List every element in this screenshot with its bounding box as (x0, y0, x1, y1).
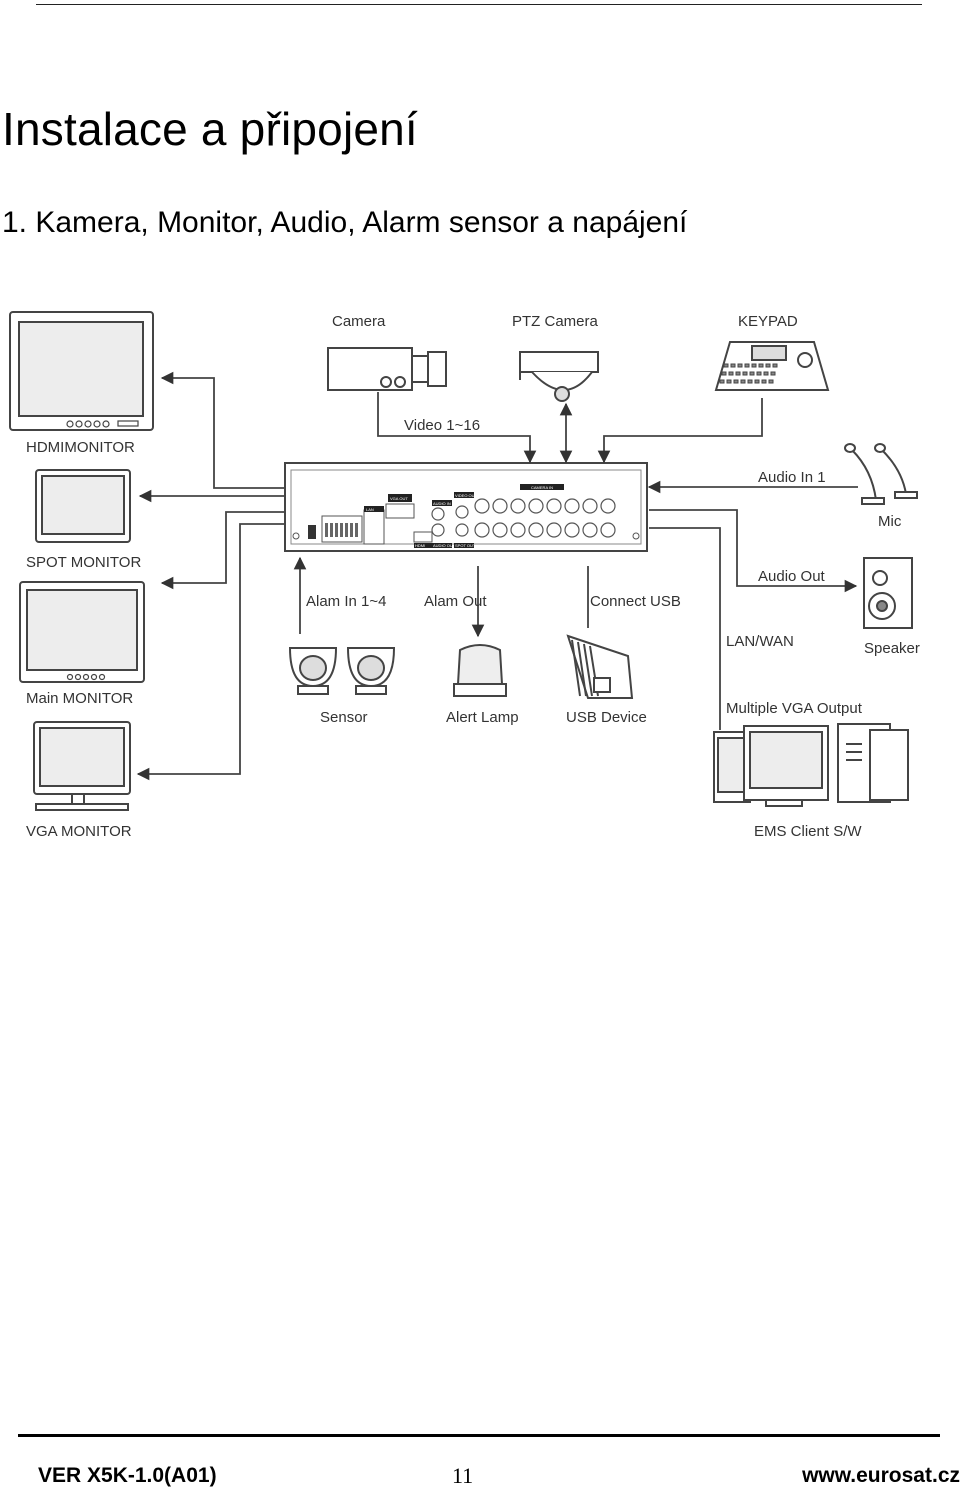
hdmi-monitor-label: HDMIMONITOR (26, 439, 135, 456)
camera-label: Camera (332, 313, 386, 330)
connection-lines (136, 371, 858, 781)
panel-vga-out-label: VGA OUT (390, 496, 408, 501)
usb-device-icon (566, 634, 634, 699)
alarm-in-label: Alam In 1~4 (306, 593, 386, 610)
keypad-icon (714, 341, 830, 391)
keypad-label: KEYPAD (738, 313, 798, 330)
panel-audio-in-label: AUDIO IN (433, 501, 451, 506)
header-rule (36, 4, 922, 5)
panel-video-out-label: VIDEO OUT (455, 493, 478, 498)
usb-device-label: USB Device (566, 709, 647, 726)
website-text: www.eurosat.cz (802, 1464, 960, 1487)
panel-camera-in-label: CAMERA IN (531, 485, 553, 490)
alert-lamp-label: Alert Lamp (446, 709, 519, 726)
ptz-camera-label: PTZ Camera (512, 313, 599, 330)
main-monitor (19, 581, 145, 683)
panel-spot-out-label: SPOT OUT (455, 543, 476, 548)
panel-audio-out-label: AUDIO OUT (433, 543, 456, 548)
dvr-back-panel: VGA OUT LAN HDMI AUDIO IN AUDIO OUT VIDE… (284, 462, 648, 552)
audio-out-label: Audio Out (758, 568, 826, 585)
panel-lan-label: LAN (366, 507, 374, 512)
version-text: VER X5K-1.0(A01) (38, 1464, 217, 1487)
speaker-icon (863, 557, 913, 629)
sensor-label: Sensor (320, 709, 368, 726)
lan-wan-label: LAN/WAN (726, 633, 794, 650)
sensor-icon (288, 647, 396, 695)
ems-client-icon (713, 723, 909, 807)
alarm-out-label: Alam Out (424, 593, 487, 610)
camera-icon (327, 347, 447, 391)
section-title: 1. Kamera, Monitor, Audio, Alarm sensor … (2, 206, 688, 239)
vga-monitor-label: VGA MONITOR (26, 823, 132, 840)
vga-monitor (33, 721, 131, 811)
panel-hdmi-label: HDMI (415, 543, 425, 548)
page-number: 11 (452, 1463, 474, 1488)
hdmi-monitor (9, 311, 154, 431)
ems-client-label: EMS Client S/W (754, 823, 862, 840)
connect-usb-label: Connect USB (590, 593, 681, 610)
ptz-camera-icon (519, 351, 599, 402)
multiple-vga-label: Multiple VGA Output (726, 700, 863, 717)
footer-rule (18, 1434, 940, 1437)
alert-lamp-icon (453, 644, 507, 697)
mic-icon (844, 443, 918, 505)
spot-monitor-label: SPOT MONITOR (26, 554, 141, 571)
spot-monitor (35, 469, 131, 543)
main-monitor-label: Main MONITOR (26, 690, 133, 707)
video-label: Video 1~16 (404, 417, 480, 434)
audio-in-label: Audio In 1 (758, 469, 826, 486)
mic-label: Mic (878, 513, 902, 530)
speaker-label: Speaker (864, 640, 920, 657)
connection-diagram: HDMIMONITOR SPOT MONITOR Main MONITOR VG… (9, 311, 920, 840)
page-title: Instalace a připojení (2, 103, 418, 155)
